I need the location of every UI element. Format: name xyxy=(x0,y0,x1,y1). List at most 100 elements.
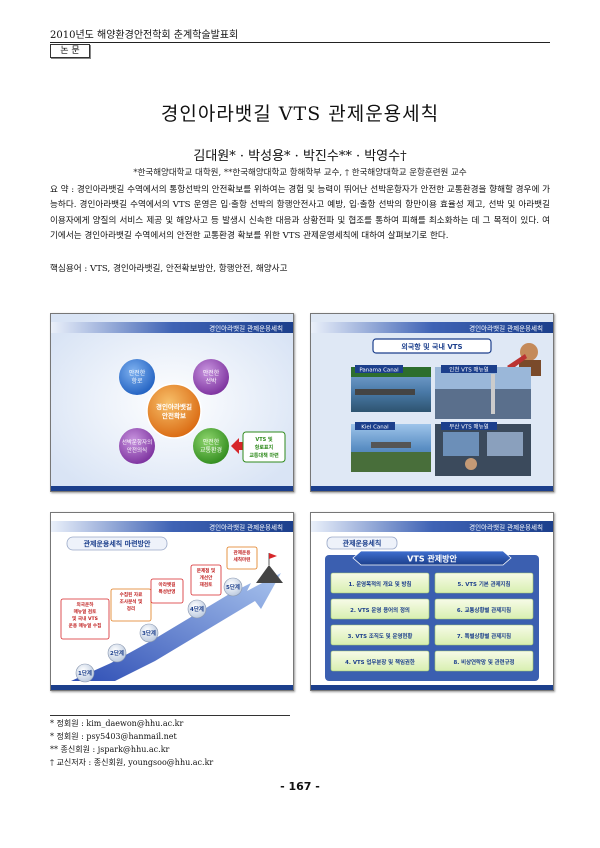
page-number: - 167 - xyxy=(280,780,320,793)
plan-item xyxy=(434,650,534,672)
step-box-text: 수집된 자료 xyxy=(120,591,144,598)
step-label: 4단계 xyxy=(190,605,204,613)
step-box-text: 운용 매뉴얼 수집 xyxy=(69,622,102,629)
conference-header: 2010년도 해양환경안전학회 춘계학술발표회 xyxy=(50,30,239,41)
step-box xyxy=(190,564,222,596)
step-box xyxy=(110,588,152,622)
bubble-text: 안전의식 xyxy=(127,446,147,454)
step-box-text: 매뉴얼 검토 xyxy=(74,608,98,615)
plan-item xyxy=(330,650,430,672)
keywords: 핵심용어 : VTS, 경인아라뱃길, 안전확보방안, 항행안전, 해양사고 xyxy=(50,264,288,274)
vts-callout-box xyxy=(242,431,286,463)
paper-title: 경인아라뱃길 VTS 관제운용세칙 xyxy=(160,103,440,125)
step-box xyxy=(60,598,110,640)
callout-text: VTS 및 xyxy=(255,436,273,443)
photo-label: 부산 VTS 매뉴얼 xyxy=(449,423,488,431)
step-box-text: 외국운하 xyxy=(77,601,95,608)
callout-text: 항로표지 xyxy=(255,444,274,451)
plan-item xyxy=(434,598,534,620)
safe-route-bubble xyxy=(119,359,155,395)
center-bubble xyxy=(146,383,202,439)
step-circle xyxy=(223,577,243,597)
step-box-text: 및 국내 VTS xyxy=(72,615,98,622)
step-box xyxy=(226,546,258,570)
step-label: 5단계 xyxy=(226,583,240,591)
step-box-text: 정리 xyxy=(127,605,135,612)
slide-header-label: 경인아라뱃길 관제운용세칙 xyxy=(209,523,283,532)
operator-awareness-bubble xyxy=(119,428,155,464)
footnote: † 교신저자 : 종신회원, youngsoo@hhu.ac.kr xyxy=(50,758,214,767)
slide-header-label: 경인아라뱃길 관제운용세칙 xyxy=(209,324,283,333)
banner-text: 관제운용세칙 마련방안 xyxy=(84,539,151,548)
plan-item-text: 3. VTS 조직도 및 운영현황 xyxy=(348,632,413,640)
slide-safety-concept: 경인아라뱃길 관제운용세칙 안전한 항로 안전한 선박 선박운항자의 안전의식 … xyxy=(50,313,294,492)
ribbon-text: VTS 관제방안 xyxy=(407,554,457,564)
step-box-text: 문제점 및 xyxy=(197,567,216,574)
bubble-text: 안전한 xyxy=(203,438,220,446)
center-text: 경인아라뱃길 xyxy=(156,402,192,411)
plan-item-text: 1. 운영목적의 개요 및 방침 xyxy=(349,580,412,588)
photo-label: Kiel Canal xyxy=(361,425,389,431)
footnote: * 정회원 : kim_daewon@hhu.ac.kr xyxy=(50,719,184,728)
step-label: 1단계 xyxy=(78,669,92,677)
slide-banner xyxy=(326,536,398,550)
bubble-text: 선박 xyxy=(205,377,217,385)
footnote: * 정회원 : psy5403@hanmail.net xyxy=(50,732,177,741)
bubble-text: 안전한 xyxy=(129,369,146,377)
slide-header-label: 경인아라뱃길 관제운용세칙 xyxy=(469,324,543,333)
mountain-peak xyxy=(256,565,283,583)
callout-text: 교통대책 마련 xyxy=(249,452,279,459)
plan-item-text: 2. VTS 운영 용어의 정의 xyxy=(350,606,410,614)
flag-icon xyxy=(269,553,277,559)
step-circle xyxy=(139,623,159,643)
step-box-text: 세칙마련 xyxy=(234,556,251,563)
affiliations: *한국해양대학교 대학원, **한국해양대학교 항해학부 교수, † 한국해양대… xyxy=(133,168,467,178)
plan-item xyxy=(434,572,534,594)
bubble-text: 교통환경 xyxy=(200,446,222,454)
step-circle xyxy=(107,643,127,663)
plan-item xyxy=(330,598,430,620)
callout-arrow xyxy=(231,438,243,454)
slide-header-label: 경인아라뱃길 관제운용세칙 xyxy=(469,523,543,532)
footnote-rule xyxy=(50,715,290,716)
staircase-arrow xyxy=(71,573,281,681)
step-box xyxy=(150,578,184,604)
slide-control-plan: 경인아라뱃길 관제운용세칙 관제운용세칙 VTS 관제방안 1. 운영목적의 개… xyxy=(310,512,554,691)
photo-label: 인천 VTS 매뉴얼 xyxy=(449,366,488,374)
slide-banner xyxy=(66,536,168,551)
plan-item-text: 6. 교통상황별 관제지침 xyxy=(457,606,511,614)
slide-foreign-vts: 경인아라뱃길 관제운용세칙 외국항 및 국내 VTS Panama Canal … xyxy=(310,313,554,492)
step-box-text: 관제운용 xyxy=(234,549,252,556)
bubble-text: 안전한 xyxy=(203,369,220,377)
step-box-text: 개선안 xyxy=(200,574,213,581)
plan-item-text: 4. VTS 업무분장 및 책임권한 xyxy=(345,658,415,666)
photo-label: Panama Canal xyxy=(359,368,399,374)
step-box-text: 특성반영 xyxy=(159,588,176,595)
plan-item xyxy=(434,624,534,646)
footnote: ** 종신회원 : jspark@hhu.ac.kr xyxy=(50,745,170,754)
banner-text: 외국항 및 국내 VTS xyxy=(401,342,462,351)
safe-traffic-bubble xyxy=(193,428,229,464)
step-label: 3단계 xyxy=(142,629,156,637)
step-box-text: 재검토 xyxy=(200,581,213,588)
plan-item-text: 8. 비상연락망 및 관련규정 xyxy=(453,658,514,666)
bubble-text: 항로 xyxy=(131,377,143,385)
banner-text: 관제운용세칙 xyxy=(343,539,382,548)
safe-ship-bubble xyxy=(193,359,229,395)
center-text: 안전확보 xyxy=(162,411,186,420)
author-list: 김대원* · 박성용* · 박진수** · 박영수† xyxy=(193,149,407,164)
step-label: 2단계 xyxy=(110,649,124,657)
plan-item-text: 5. VTS 기본 관제지침 xyxy=(458,580,511,588)
header-rule xyxy=(50,42,550,43)
slide-banner xyxy=(372,338,492,354)
step-box-text: 아라뱃길 xyxy=(159,581,176,588)
plan-item xyxy=(330,572,430,594)
plan-item xyxy=(330,624,430,646)
plan-item-text: 7. 특별상황별 관제지침 xyxy=(457,632,511,640)
step-circle xyxy=(187,599,207,619)
step-circle xyxy=(75,663,95,683)
abstract: 요 약 : 경인아라뱃길 수역에서의 통항선박의 안전확보를 위하여는 경험 및… xyxy=(50,185,550,242)
bubble-text: 선박운항자의 xyxy=(122,438,152,446)
step-box-text: 조사분석 및 xyxy=(120,598,143,605)
slide-preparation-steps: 경인아라뱃길 관제운용세칙 관제운용세칙 마련방안 1단계 2단계 3단계 4단계 5단… xyxy=(50,512,294,691)
